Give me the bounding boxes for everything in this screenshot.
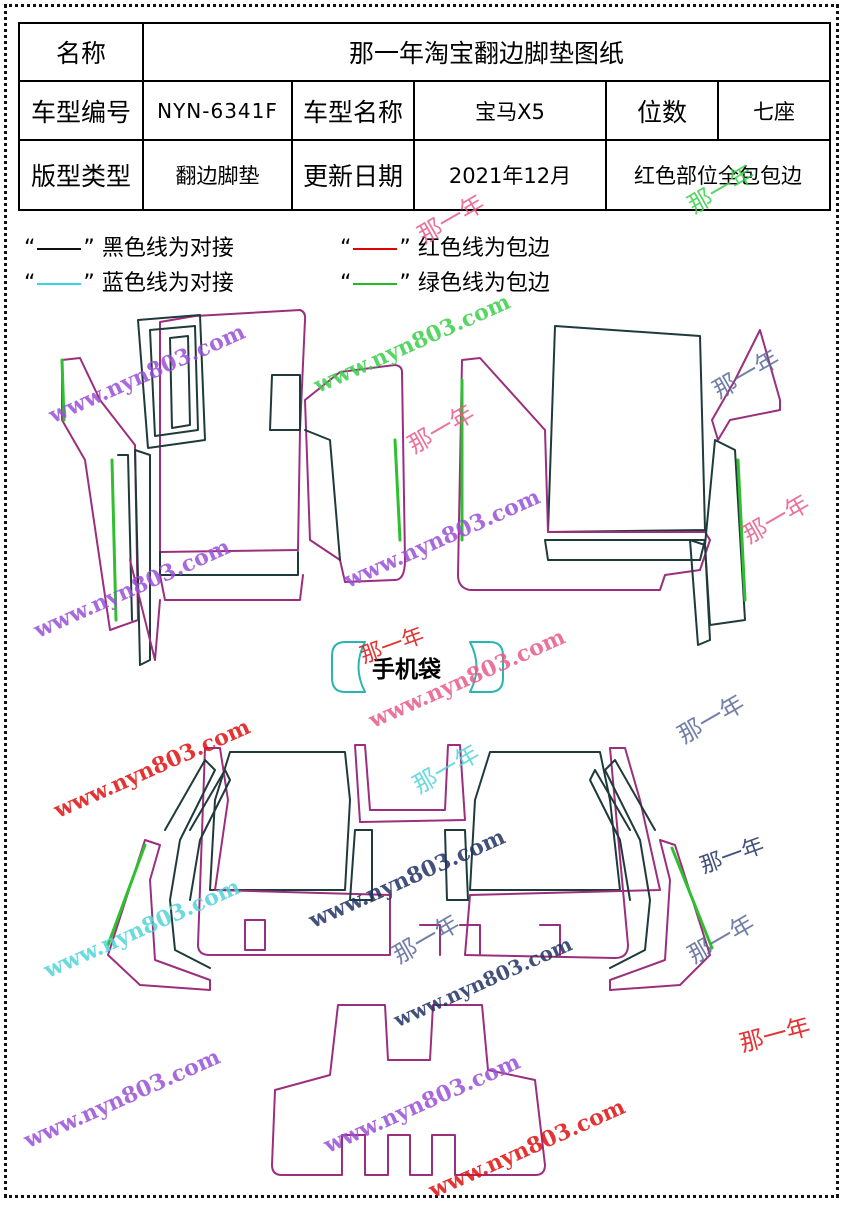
- document-title: 那一年淘宝翻边脚垫图纸: [141, 22, 832, 82]
- black-line-sample: [37, 248, 82, 250]
- phone-bag-left: [331, 641, 366, 693]
- legend-blue-text: 蓝色线为对接: [101, 271, 234, 296]
- quote-open: “: [340, 271, 352, 296]
- passenger-side-wing: [711, 329, 781, 441]
- center-tunnel-right: [444, 829, 469, 901]
- driver-heel-pad: [137, 314, 206, 449]
- legend-green-text: 绿色线为包边: [417, 271, 550, 296]
- label-seats: 位数: [605, 80, 719, 141]
- driver-heel-pad-inner: [149, 325, 199, 437]
- note: 红色部位全包包边: [604, 139, 832, 211]
- seats-value: 七座: [716, 80, 832, 141]
- third-row-outline: [271, 1004, 546, 1176]
- driver-rear-tab: [159, 574, 304, 601]
- legend-black-text: 黑色线为对接: [101, 236, 234, 261]
- legend-green: “ ” 绿色线为包边: [340, 265, 550, 297]
- quote-close: ”: [399, 236, 411, 261]
- driver-footrest: [169, 335, 191, 429]
- model-name: 宝马X5: [413, 80, 607, 141]
- second-row-mats: [106, 744, 714, 991]
- passenger-mat-outline: [457, 357, 711, 591]
- phone-bag-right: [469, 641, 504, 693]
- spec-table: 名称 那一年淘宝翻边脚垫图纸 车型编号 NYN-6341F 车型名称 宝马X5 …: [18, 22, 832, 211]
- left-wing-joint-2: [189, 769, 231, 901]
- center-hump: [354, 744, 466, 823]
- rear-mid-tabs: [419, 924, 561, 956]
- quote-open: “: [340, 236, 352, 261]
- quote-open: “: [24, 271, 36, 296]
- left-wing-outer: [107, 839, 211, 991]
- driver-side-wing-green: [60, 358, 66, 422]
- legend-red-text: 红色线为包边: [417, 236, 550, 261]
- passenger-mat-base: [544, 539, 706, 561]
- left-wing-joint: [164, 759, 216, 969]
- passenger-side-sill: [704, 439, 746, 626]
- blue-line-sample: [37, 283, 82, 285]
- update-date: 2021年12月: [413, 139, 607, 211]
- passenger-center-piece: [304, 364, 406, 583]
- label-model-name: 车型名称: [291, 80, 415, 141]
- passenger-tunnel-strip: [689, 539, 711, 646]
- green-line-sample: [353, 283, 398, 285]
- second-row-right-mat: [469, 751, 621, 891]
- second-row-left-mat: [209, 751, 351, 891]
- red-line-sample: [353, 248, 398, 250]
- model-code: NYN-6341F: [142, 80, 293, 141]
- center-piece-joint: [304, 429, 341, 561]
- center-tunnel-left: [349, 829, 373, 901]
- third-row-mat: [271, 1004, 546, 1176]
- label-type: 版型类型: [18, 139, 144, 211]
- quote-close: ”: [399, 271, 411, 296]
- second-row-right-outline: [464, 747, 661, 959]
- right-wing-joint-2: [589, 769, 631, 901]
- legend-black: “ ” 黑色线为对接: [24, 230, 234, 262]
- driver-tunnel-strip-outer: [129, 559, 161, 661]
- driver-front-mat: [60, 309, 307, 666]
- right-wing-joint: [604, 759, 656, 969]
- passenger-mat-top: [547, 325, 706, 533]
- quote-open: “: [24, 236, 36, 261]
- second-row-left-outline: [197, 747, 391, 956]
- driver-mat-flap: [269, 374, 301, 431]
- legend-blue: “ ” 蓝色线为对接: [24, 265, 234, 297]
- phone-bag-label: 手机袋: [372, 657, 441, 683]
- type-value: 翻边脚垫: [142, 139, 293, 211]
- passenger-front-mat: [457, 325, 781, 646]
- right-wing-green: [670, 846, 714, 950]
- label-model-code: 车型编号: [18, 80, 144, 141]
- label-name: 名称: [18, 22, 144, 82]
- quote-close: ”: [83, 236, 95, 261]
- driver-mat-base: [159, 551, 299, 576]
- left-wing-green: [106, 843, 147, 947]
- rear-left-tab: [244, 919, 266, 951]
- center-piece-green: [393, 438, 402, 542]
- phone-bag: [331, 641, 504, 693]
- label-update: 更新日期: [291, 139, 415, 211]
- page-border: [4, 4, 839, 1198]
- quote-close: ”: [83, 271, 95, 296]
- legend-red: “ ” 红色线为包边: [340, 230, 550, 262]
- center-piece-outline: [304, 364, 406, 583]
- driver-mat-outline: [159, 309, 307, 553]
- driver-side-sill-green: [110, 458, 118, 622]
- passenger-side-green: [736, 458, 747, 602]
